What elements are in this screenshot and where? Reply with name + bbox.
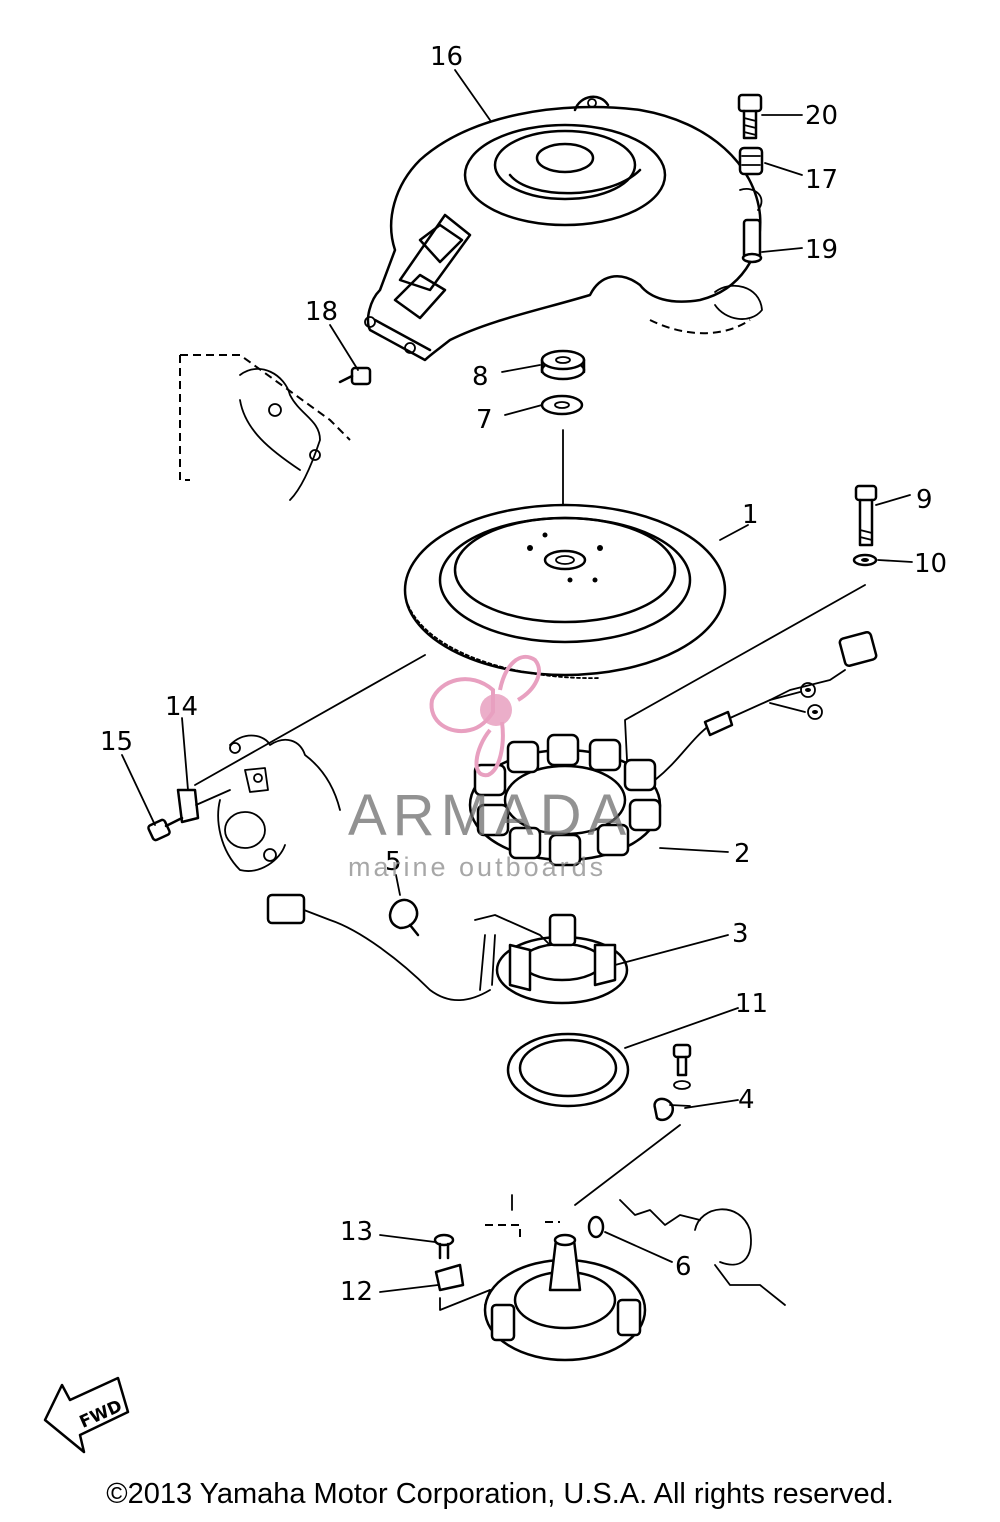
callout-17: 17 [805, 165, 838, 195]
screw-part-13 [433, 1233, 455, 1260]
callout-16: 16 [430, 42, 463, 72]
callout-3: 3 [732, 919, 749, 949]
callout-10: 10 [914, 549, 947, 579]
leader-lines [121, 69, 913, 1293]
pin-part-19 [741, 218, 763, 264]
seal-part-6 [587, 1215, 605, 1239]
callout-12: 12 [340, 1277, 373, 1307]
screw-part-15 [147, 816, 184, 842]
callout-8: 8 [472, 362, 489, 392]
callout-15: 15 [100, 727, 133, 757]
engine-bracket-lower [619, 1199, 786, 1306]
flywheel-axis-line-left [194, 654, 426, 786]
callout-11: 11 [735, 989, 768, 1019]
washer-part-10 [852, 553, 878, 567]
screw-part-18 [338, 366, 372, 386]
pulser-coil-part-3 [266, 893, 629, 1005]
bolt-part-20 [737, 93, 763, 140]
collar-part-17 [738, 146, 764, 176]
ring-part-11 [506, 1032, 630, 1108]
washer-part-7 [540, 394, 584, 416]
bolt-part-9 [854, 484, 878, 547]
clamp-part-4 [574, 1043, 692, 1206]
fwd-arrow-icon: FWD [43, 1376, 130, 1454]
watermark-tagline: marine outboards [348, 852, 606, 882]
callout-6: 6 [675, 1252, 692, 1282]
callout-1: 1 [742, 500, 759, 530]
callout-4: 4 [738, 1085, 755, 1115]
callout-20: 20 [805, 101, 838, 131]
clamp-part-5 [388, 874, 420, 937]
bracket-part-12 [434, 1263, 491, 1311]
flywheel-part-1 [403, 503, 727, 679]
crankcase-left [217, 734, 341, 872]
engine-bracket-upper [179, 354, 351, 501]
nut-part-8 [540, 349, 586, 381]
callout-14: 14 [165, 692, 198, 722]
copyright-notice: ©2013 Yamaha Motor Corporation, U.S.A. A… [106, 1478, 894, 1510]
propeller-logo-icon [429, 654, 541, 778]
callout-18: 18 [305, 297, 338, 327]
callout-9: 9 [916, 485, 933, 515]
bracket-part-14 [176, 788, 231, 824]
callout-19: 19 [805, 235, 838, 265]
callout-5: 5 [385, 847, 402, 877]
flywheel-cover-part-16 [364, 95, 763, 362]
callout-13: 13 [340, 1217, 373, 1247]
watermark-brand: ARMADA [348, 783, 632, 848]
stator-part-2 [468, 630, 878, 867]
armada-watermark-logo: ARMADA marine outboards [348, 654, 632, 882]
callout-labels: 16 20 17 19 18 8 7 1 9 10 14 15 2 5 3 11… [100, 42, 947, 1307]
callout-7: 7 [476, 405, 493, 435]
callout-2: 2 [734, 839, 751, 869]
base-part-lower [483, 1194, 647, 1362]
